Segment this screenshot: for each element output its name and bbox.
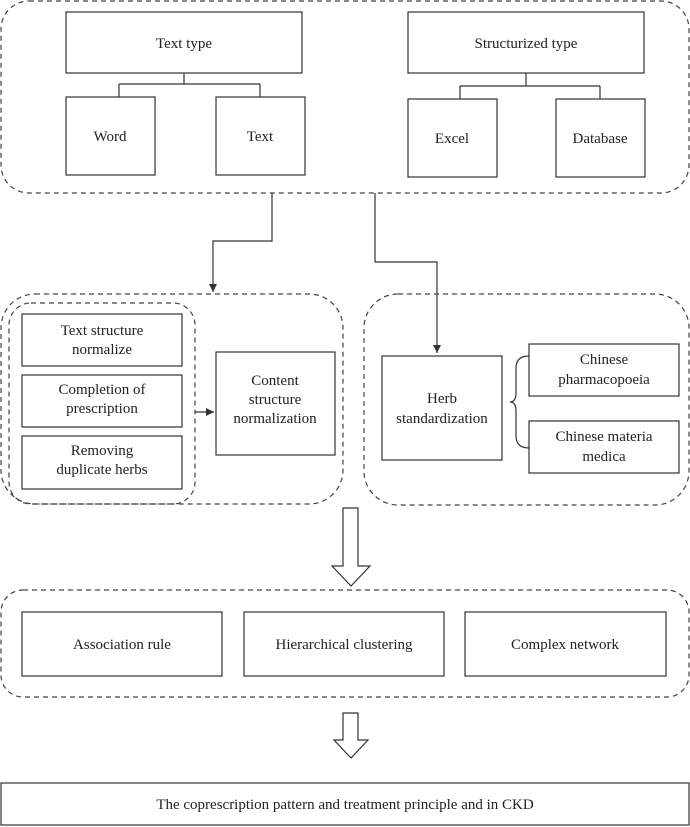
content-structure-box xyxy=(215,351,336,456)
removing-label: Removing xyxy=(71,443,134,459)
excel-label: Excel xyxy=(435,131,469,147)
hollow-arrow-2 xyxy=(332,712,370,759)
complex-network-box xyxy=(464,611,667,677)
herb-group xyxy=(363,293,690,506)
materia-medica-label-2: medica xyxy=(582,449,626,465)
text-type-box xyxy=(65,11,303,74)
text-label: Text xyxy=(247,129,274,145)
text-box xyxy=(215,96,306,176)
result-box xyxy=(0,782,690,826)
herb-standardization-box xyxy=(381,355,503,461)
text-structure-label: Text structure xyxy=(61,323,144,339)
database-box xyxy=(555,98,646,178)
normalization-group xyxy=(0,293,344,505)
herb-label-1: Herb xyxy=(427,391,457,407)
arrow-to-normalization xyxy=(209,193,273,292)
herb-label-2: standardization xyxy=(396,411,488,427)
removing-box xyxy=(21,435,183,490)
completion-box xyxy=(21,374,183,428)
content-label-2: structure xyxy=(249,392,302,408)
text-type-connector xyxy=(118,73,261,97)
materia-medica-box xyxy=(528,420,680,474)
removing-label-2: duplicate herbs xyxy=(56,462,147,478)
hollow-arrow-1 xyxy=(330,507,372,587)
complex-network-label: Complex network xyxy=(511,637,619,653)
materia-medica-label: Chinese materia xyxy=(555,429,652,445)
text-structure-label-2: normalize xyxy=(72,342,132,358)
association-rule-box xyxy=(21,611,223,677)
pharmacopoeia-label-2: pharmacopoeia xyxy=(558,372,650,388)
structurized-type-connector xyxy=(459,73,601,99)
source-group xyxy=(0,0,690,194)
arrow-to-herb xyxy=(374,193,441,353)
result-label: The coprescription pattern and treatment… xyxy=(156,797,534,813)
completion-label: Completion of xyxy=(58,382,145,398)
content-label-1: Content xyxy=(251,373,299,389)
association-rule-label: Association rule xyxy=(73,637,171,653)
excel-box xyxy=(407,98,498,178)
structurized-type-box xyxy=(407,11,645,74)
text-type-label: Text type xyxy=(156,36,212,52)
text-structure-box xyxy=(21,313,183,367)
word-label: Word xyxy=(94,129,127,145)
hierarchical-clustering-box xyxy=(243,611,445,677)
normalization-subgroup xyxy=(8,302,196,505)
hierarchical-clustering-label: Hierarchical clustering xyxy=(275,637,413,653)
analysis-group xyxy=(0,589,690,698)
database-label: Database xyxy=(573,131,628,147)
completion-label-2: prescription xyxy=(66,401,138,417)
structurized-type-label: Structurized type xyxy=(475,36,578,52)
pharmacopoeia-label: Chinese xyxy=(580,352,629,368)
word-box xyxy=(65,96,156,176)
herb-bracket xyxy=(509,355,530,449)
pharmacopoeia-box xyxy=(528,343,680,397)
content-label-3: normalization xyxy=(233,411,317,427)
